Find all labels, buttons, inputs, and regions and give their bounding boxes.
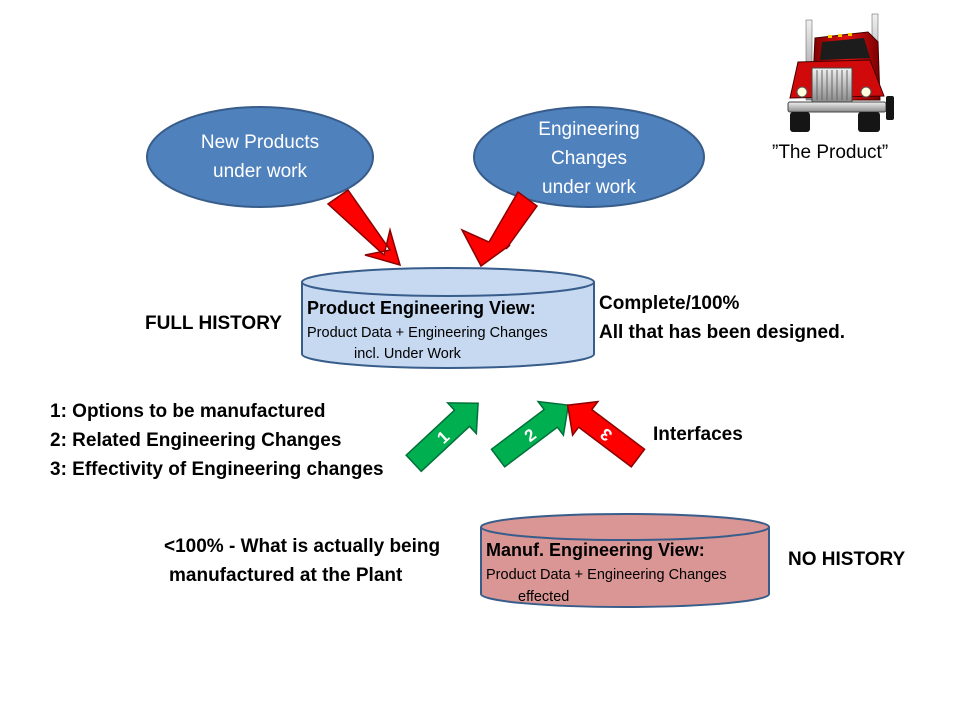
partial-label-line-2: manufactured at the Plant	[169, 565, 403, 586]
manuf-engineering-view-cylinder	[480, 513, 770, 608]
engineering-changes-ellipse	[473, 106, 705, 208]
new-products-label: New Products under work	[160, 128, 360, 186]
truck-icon	[787, 13, 894, 132]
partial-label-line-1: <100% - What is actually being	[164, 536, 441, 557]
engineering-changes-line-3: under work	[542, 177, 636, 198]
manuf-engineering-view-line-2: effected	[518, 589, 570, 605]
interface-list-item-1: 1: Options to be manufactured	[50, 401, 326, 422]
product-engineering-view-line-2: incl. Under Work	[354, 346, 461, 362]
interface-arrow-2	[490, 400, 570, 468]
engineering-changes-line-2: Changes	[550, 148, 628, 169]
complete-label-line-2: All that has been designed.	[599, 322, 845, 343]
interface-arrow-3	[566, 400, 646, 468]
full-history-label: FULL HISTORY	[145, 313, 282, 334]
arrow-new-products-to-view	[326, 188, 402, 267]
interface-list-item-2: 2: Related Engineering Changes	[50, 430, 342, 451]
product-engineering-view-cylinder	[301, 267, 595, 369]
complete-label-line-1: Complete/100%	[599, 293, 740, 314]
interface-arrow-1	[405, 402, 479, 473]
arrow-changes-to-view	[460, 190, 539, 268]
interface-list-item-3: 3: Effectivity of Engineering changes	[50, 459, 384, 480]
no-history-label: NO HISTORY	[788, 549, 906, 570]
new-products-line-1: New Products	[200, 132, 320, 153]
product-engineering-view-line-1: Product Data + Engineering Changes	[307, 325, 548, 341]
new-products-line-2: under work	[213, 161, 307, 182]
manuf-engineering-view-title: Manuf. Engineering View:	[486, 540, 705, 560]
engineering-changes-line-1: Engineering	[538, 119, 640, 140]
new-products-ellipse	[146, 106, 374, 208]
product-engineering-view-title: Product Engineering View:	[307, 298, 536, 318]
engineering-changes-label: Engineering Changes under work	[489, 115, 689, 202]
manuf-engineering-view-line-1: Product Data + Engineering Changes	[486, 567, 727, 583]
interfaces-label: Interfaces	[653, 424, 743, 445]
product-caption: ”The Product”	[772, 142, 889, 163]
